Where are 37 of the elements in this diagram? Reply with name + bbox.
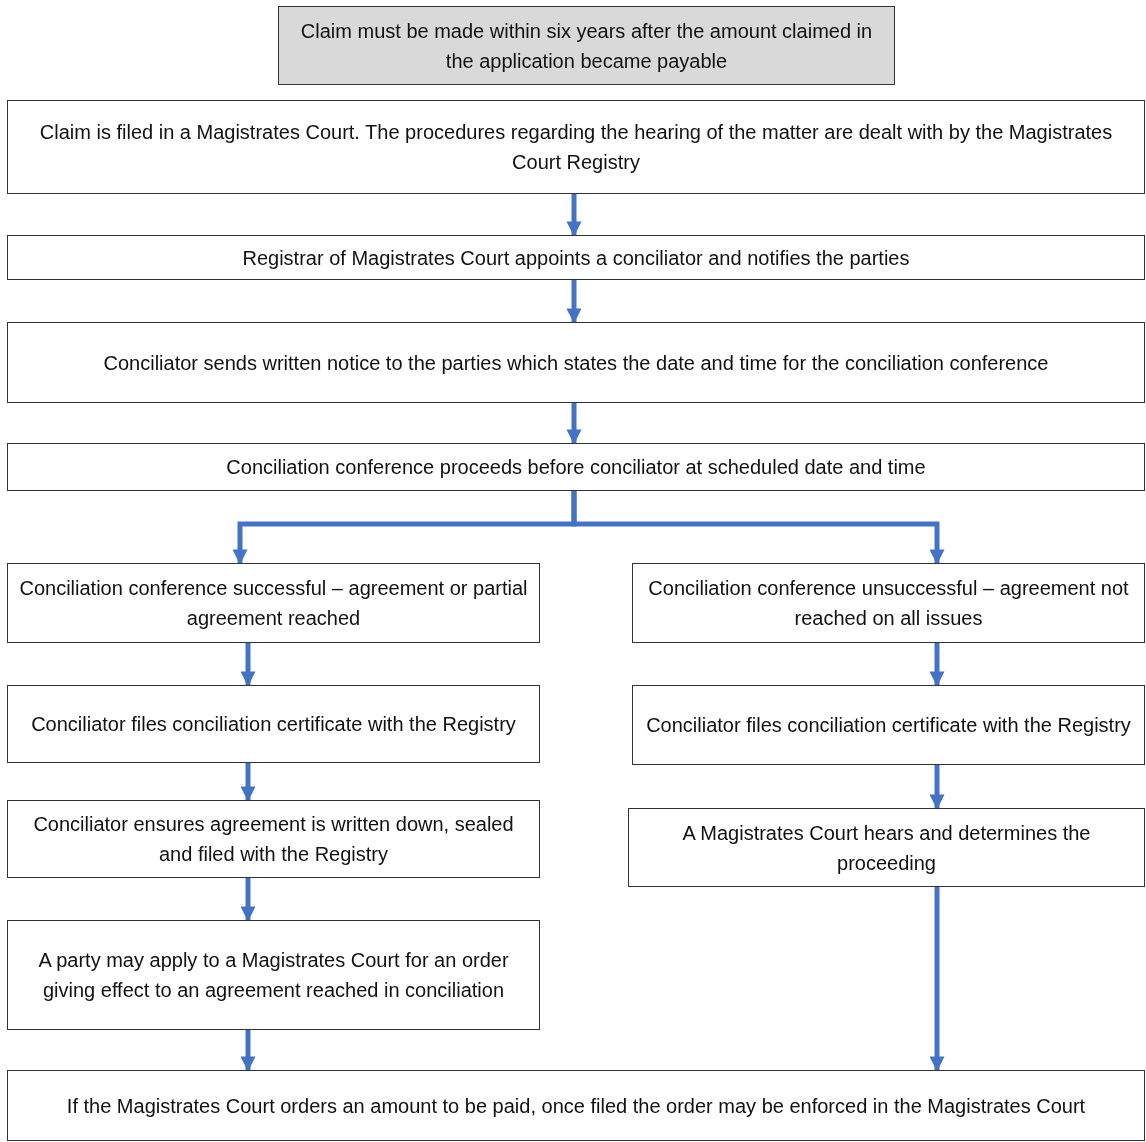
process-box [7, 322, 1145, 403]
step-text: Registrar of Magistrates Court appoints a conciliator and notifies the parties [242, 245, 910, 271]
process-box [7, 235, 1145, 280]
arrow [240, 878, 256, 922]
arrow [240, 643, 256, 687]
arrow [571, 491, 945, 565]
step-text: Conciliation conference successful – agreement or partial agreement reached [18, 576, 529, 631]
step-text: Conciliation conference proceeds before conciliator at scheduled date and time [226, 455, 926, 480]
step-text: Conciliator ensures agreement is written down, sealed and filed with the Registry [32, 812, 515, 867]
step-text: Conciliator files conciliation certificate with the Registry [646, 713, 1131, 738]
process-box [632, 563, 1145, 643]
process-box [628, 808, 1145, 887]
step-text: A party may apply to a Magistrates Court for an order giving effect to an agreement reached in conciliation [37, 948, 510, 1003]
process-box [7, 443, 1145, 491]
process-box [7, 685, 540, 763]
arrow [929, 765, 945, 810]
step-text: A Magistrates Court hears and determines the proceeding [681, 820, 1092, 876]
step-text: Claim must be made within six years after the amount claimed in the application became payable [299, 18, 874, 74]
step-text: Claim is filed in a Magistrates Court. The procedures regarding the hearing of the matter are dealt with by the Magistrates Court Registry [38, 120, 1114, 175]
step-text: Conciliator sends written notice to the parties which states the date and time for the conciliation conference [103, 350, 1049, 376]
arrow [929, 887, 945, 1072]
process-box [7, 920, 540, 1030]
step-text: Conciliation conference unsuccessful – agreement not reached on all issues [647, 576, 1130, 631]
process-box [7, 563, 540, 643]
arrow [240, 763, 256, 802]
arrow [566, 280, 582, 324]
process-box [278, 6, 895, 85]
step-text: Conciliator files conciliation certificate with the Registry [31, 712, 516, 737]
process-box [632, 685, 1145, 765]
arrow [929, 643, 945, 687]
step-text: If the Magistrates Court orders an amount to be paid, once filed the order may be enforced in the Magistrates Court [66, 1093, 1086, 1119]
process-box [7, 1070, 1145, 1141]
process-box [7, 100, 1145, 194]
process-box [7, 800, 540, 878]
arrow [566, 194, 582, 237]
arrow [566, 403, 582, 445]
arrow [240, 1030, 256, 1072]
